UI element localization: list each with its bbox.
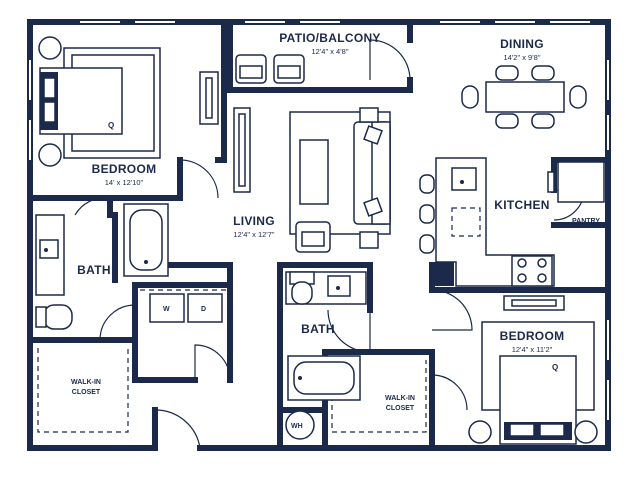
patio-furniture bbox=[235, 54, 305, 84]
room-labels: PATIO/BALCONY 12'4" x 4'8" DINING 14'2" … bbox=[71, 31, 600, 412]
patio-dims: 12'4" x 4'8" bbox=[312, 47, 349, 56]
dining-name: DINING bbox=[500, 37, 544, 51]
bedroom2-furniture: Q bbox=[468, 295, 598, 445]
bath2-name: BATH bbox=[301, 322, 335, 336]
walkin1-line2: CLOSET bbox=[72, 389, 101, 396]
bed2-size-label: Q bbox=[552, 363, 558, 372]
bedroom1-furniture: Q bbox=[38, 36, 161, 167]
dryer-label: D bbox=[201, 306, 206, 313]
walkin2-line1: WALK-IN bbox=[385, 395, 415, 402]
bedroom1-dims: 14' x 12'10" bbox=[105, 178, 144, 187]
bedroom2-name: BEDROOM bbox=[500, 329, 565, 343]
kitchen-furniture bbox=[419, 157, 605, 287]
dining-furniture bbox=[461, 65, 587, 129]
interior-walls bbox=[27, 19, 611, 451]
windows bbox=[29, 21, 609, 420]
bed1-size-label: Q bbox=[108, 121, 114, 130]
patio-name: PATIO/BALCONY bbox=[279, 31, 380, 45]
bedroom2-dims: 12'4" x 11'2" bbox=[512, 345, 553, 354]
kitchen-name: KITCHEN bbox=[494, 198, 549, 212]
living-dims: 12'4" x 12'7" bbox=[233, 230, 274, 239]
bath2-fixtures: WH bbox=[285, 271, 367, 440]
walkin1-line1: WALK-IN bbox=[71, 379, 101, 386]
washer-label: W bbox=[163, 306, 170, 313]
bath1-fixtures bbox=[35, 203, 169, 330]
water-heater-label: WH bbox=[291, 423, 303, 430]
living-furniture bbox=[199, 71, 391, 253]
bath1-name: BATH bbox=[77, 263, 111, 277]
bedroom1-name: BEDROOM bbox=[92, 162, 157, 176]
living-name: LIVING bbox=[233, 214, 275, 228]
pantry-name: PANTRY bbox=[572, 218, 600, 225]
walkin2-line2: CLOSET bbox=[386, 405, 415, 412]
laundry: W D bbox=[140, 289, 226, 323]
dining-dims: 14'2" x 9'8" bbox=[504, 53, 541, 62]
